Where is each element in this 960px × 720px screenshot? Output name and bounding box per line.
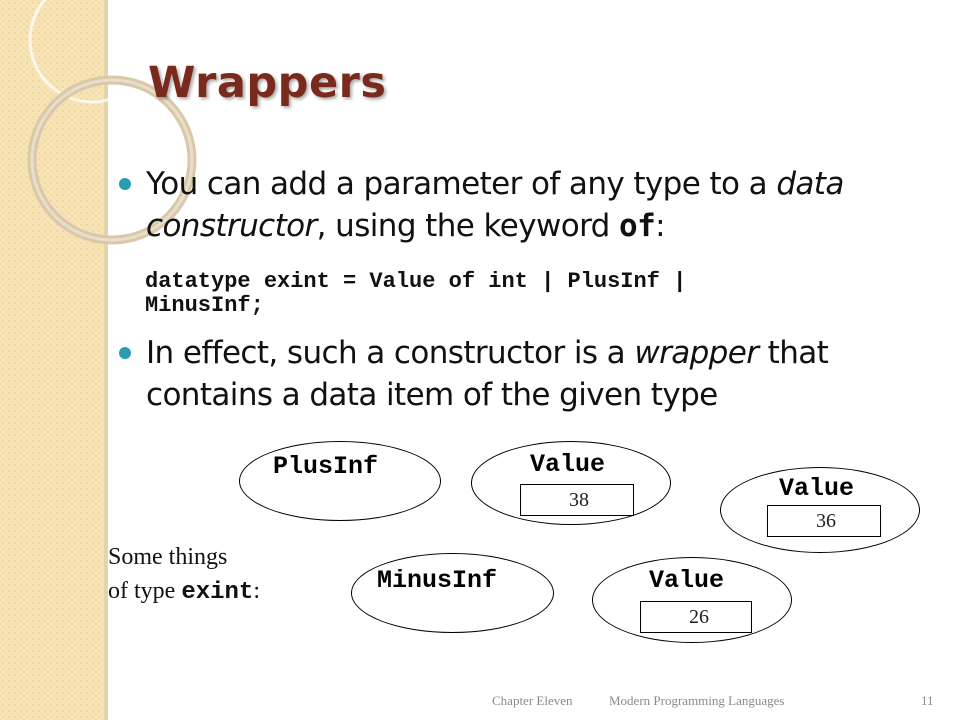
value-box: 26 bbox=[640, 601, 752, 633]
value-box: 38 bbox=[520, 484, 634, 516]
value-box: 36 bbox=[767, 505, 881, 537]
oval-value-36 bbox=[720, 467, 920, 553]
diagram-caption: Some things of type exint: bbox=[108, 544, 260, 606]
oval-value-26 bbox=[592, 557, 792, 643]
sidebar-edge bbox=[104, 0, 108, 720]
bullet-dot-icon bbox=[119, 347, 131, 359]
footer-course: Modern Programming Languages bbox=[609, 693, 785, 708]
slide-title: Wrappers bbox=[148, 58, 387, 108]
footer-page-number: 11 bbox=[921, 693, 934, 708]
oval-minusinf bbox=[351, 553, 554, 633]
oval-label-minusinf: MinusInf bbox=[377, 566, 498, 595]
code-snippet: datatype exint = Value of int | PlusInf … bbox=[145, 269, 687, 318]
oval-label-plusinf: PlusInf bbox=[273, 452, 379, 481]
bullet-2: In effect, such a constructor is a wrapp… bbox=[119, 332, 946, 416]
decorative-circles bbox=[27, 0, 197, 245]
oval-label-value: Value bbox=[649, 566, 725, 595]
oval-value-38 bbox=[471, 441, 671, 525]
bullet-dot-icon bbox=[119, 178, 131, 190]
decorative-sidebar bbox=[0, 0, 104, 720]
footer-chapter: Chapter Eleven bbox=[492, 693, 573, 708]
oval-label-value: Value bbox=[779, 474, 855, 503]
bullet-1: You can add a parameter of any type to a… bbox=[119, 163, 946, 247]
oval-label-value: Value bbox=[530, 450, 606, 479]
oval-plusinf bbox=[239, 441, 441, 521]
